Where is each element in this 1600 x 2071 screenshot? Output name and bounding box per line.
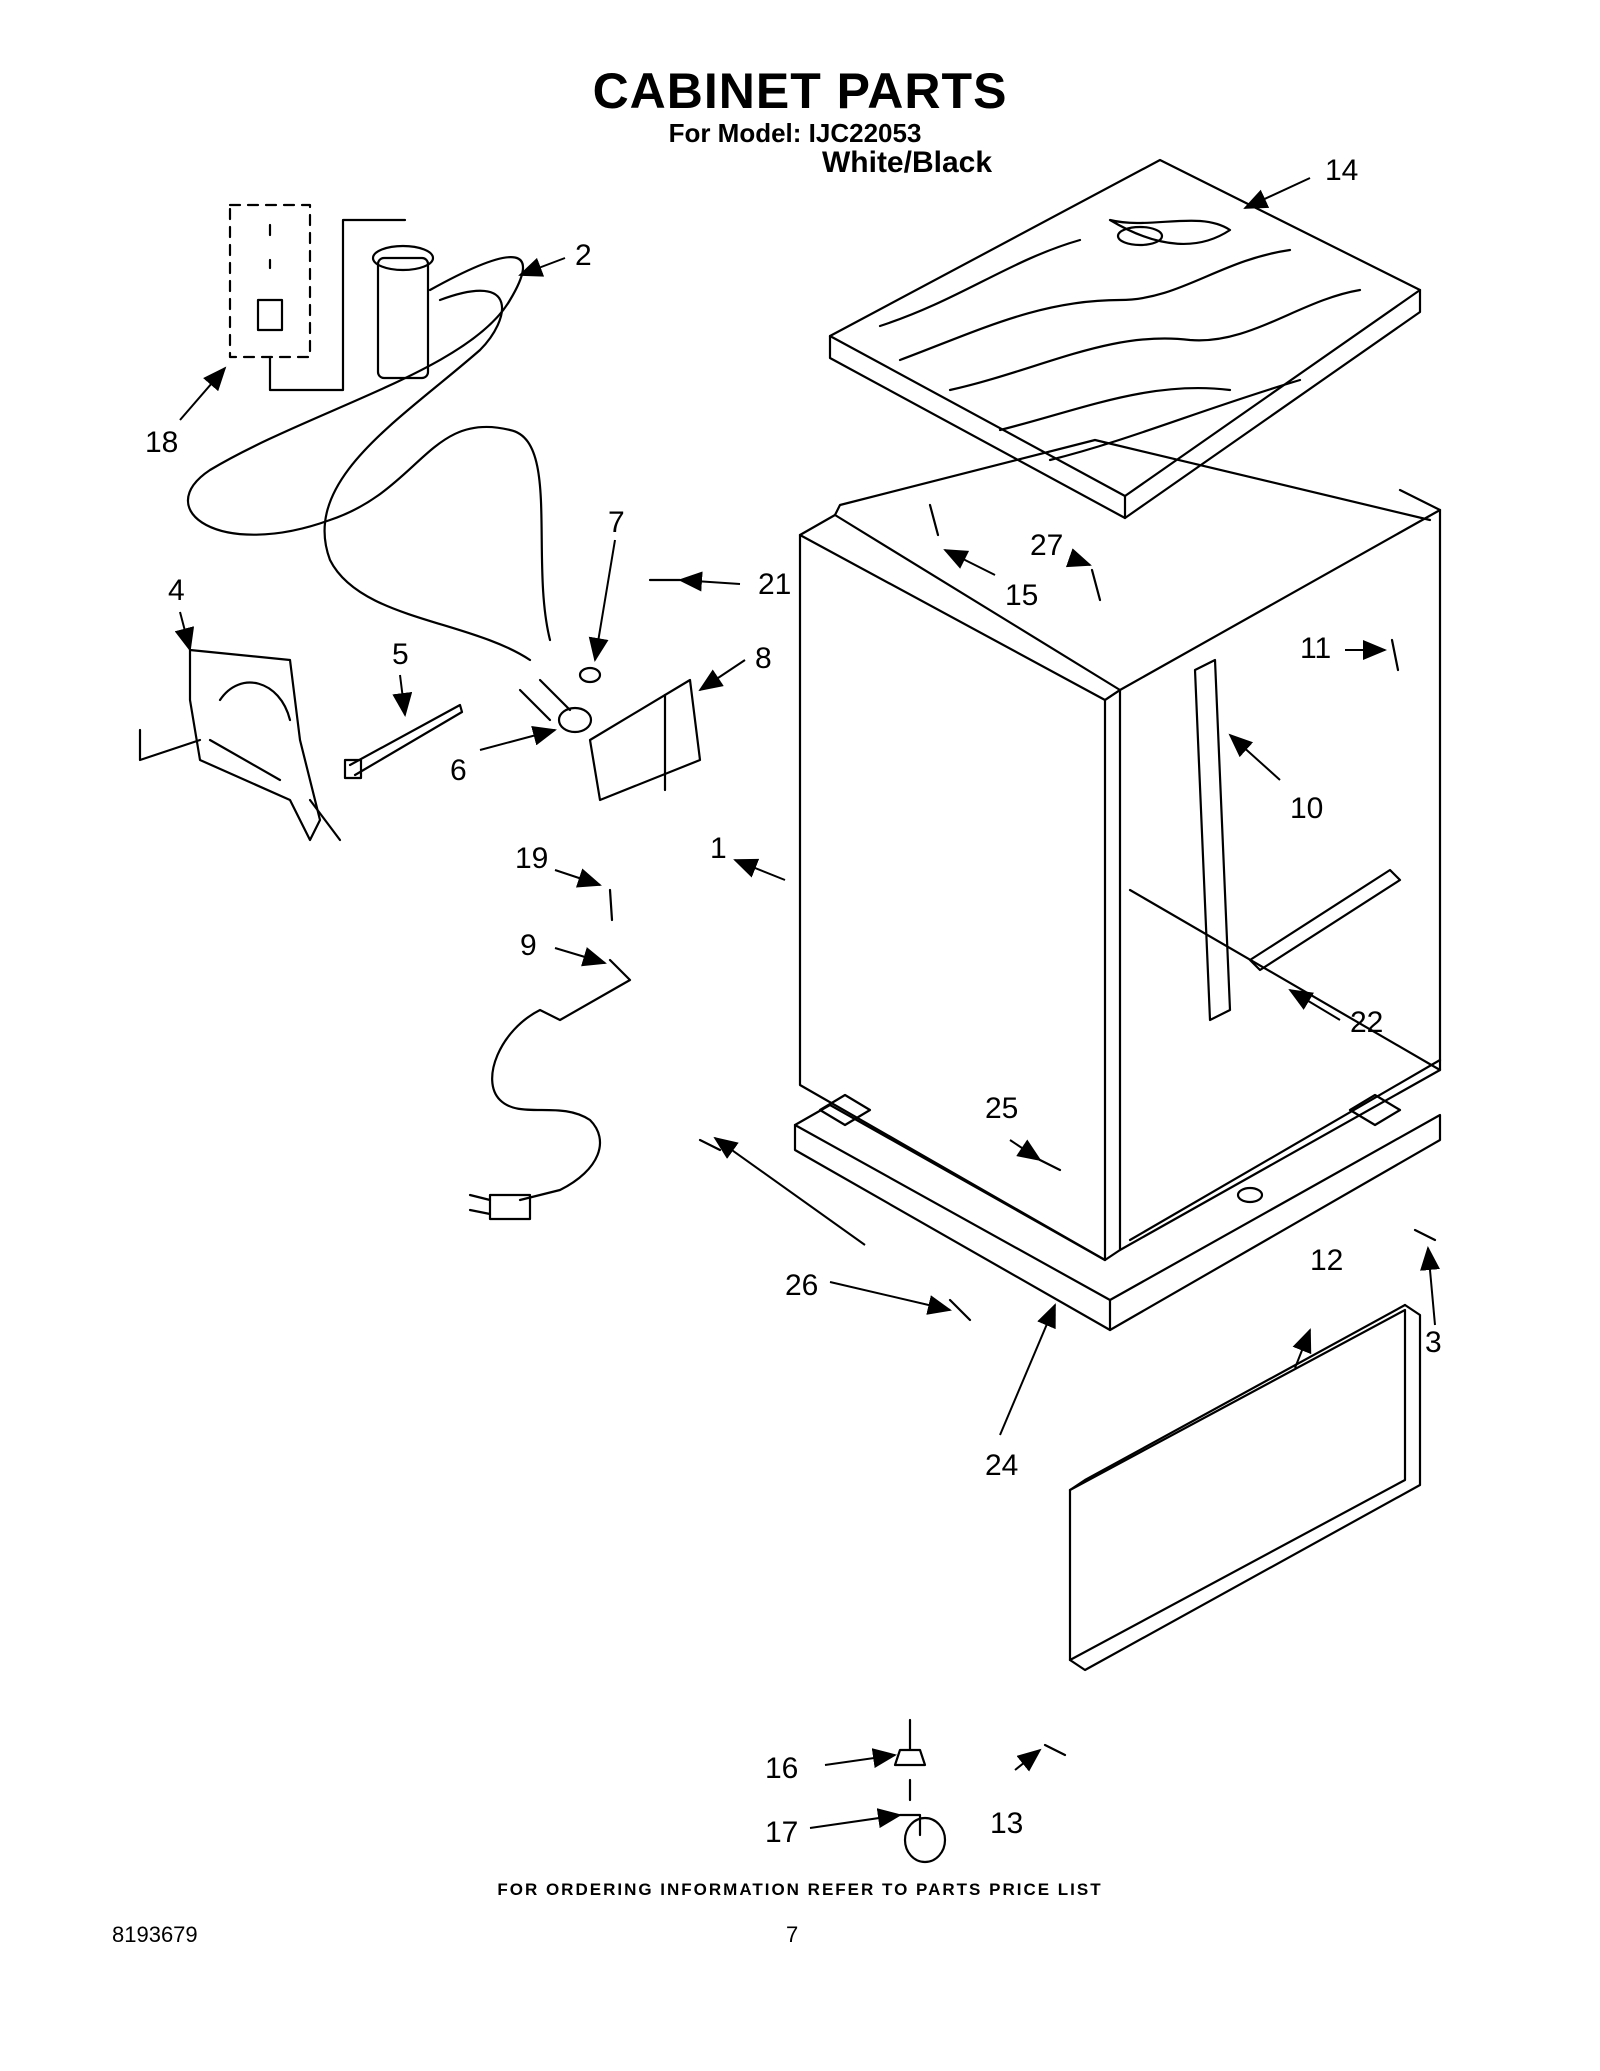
- callout-4: 4: [168, 574, 185, 607]
- page-number: 7: [786, 1922, 799, 1947]
- filter-and-hose-part: [186, 203, 572, 722]
- callout-25: 25: [985, 1092, 1018, 1125]
- callout-10: 10: [1290, 792, 1323, 825]
- cable-tie-part: [348, 703, 464, 777]
- callout-22: 22: [1350, 1006, 1383, 1039]
- callout-6: 6: [450, 754, 467, 787]
- washer-part: [578, 666, 602, 684]
- callout-17: 17: [765, 1816, 798, 1849]
- power-cord-part: [468, 958, 632, 1221]
- screws: [608, 503, 1437, 1757]
- callout-7: 7: [608, 506, 625, 539]
- callout-14: 14: [1325, 154, 1358, 187]
- callout-18: 18: [145, 426, 178, 459]
- page-title: CABINET PARTS: [592, 63, 1008, 119]
- cable-tie-head: [343, 758, 363, 780]
- callout-16: 16: [765, 1752, 798, 1785]
- vertical-rail-part: [1193, 658, 1232, 1022]
- fan-shroud-part: [138, 648, 342, 842]
- callout-15: 15: [1005, 579, 1038, 612]
- callout-13: 13: [990, 1807, 1023, 1840]
- callout-8: 8: [755, 642, 772, 675]
- callout-leaders: [174, 177, 1440, 1829]
- caster-part: [893, 1718, 947, 1864]
- countertop-part: [828, 158, 1422, 520]
- callout-2: 2: [575, 239, 592, 272]
- callout-21: 21: [758, 568, 791, 601]
- hose-clamp-part: [557, 706, 593, 734]
- callout-26: 26: [785, 1269, 818, 1302]
- callout-3: 3: [1425, 1326, 1442, 1359]
- callout-24: 24: [985, 1449, 1018, 1482]
- callout-9: 9: [520, 929, 537, 962]
- callout-11: 11: [1300, 632, 1331, 665]
- base-frame-part: [793, 1093, 1442, 1332]
- ordering-note: FOR ORDERING INFORMATION REFER TO PARTS …: [497, 1880, 1103, 1899]
- callout-27: 27: [1030, 529, 1063, 562]
- horizontal-rail-part: [1248, 868, 1402, 972]
- cabinet-body-part: [798, 438, 1442, 1262]
- bracket-part: [588, 678, 702, 802]
- model-number: For Model: IJC22053: [668, 118, 922, 148]
- document-number: 8193679: [112, 1922, 198, 1947]
- callout-5: 5: [392, 638, 409, 671]
- color-variant: White/Black: [821, 146, 993, 179]
- lower-front-panel-part: [1068, 1303, 1422, 1672]
- callout-1: 1: [710, 832, 727, 865]
- callout-12: 12: [1310, 1244, 1343, 1277]
- callout-19: 19: [515, 842, 548, 875]
